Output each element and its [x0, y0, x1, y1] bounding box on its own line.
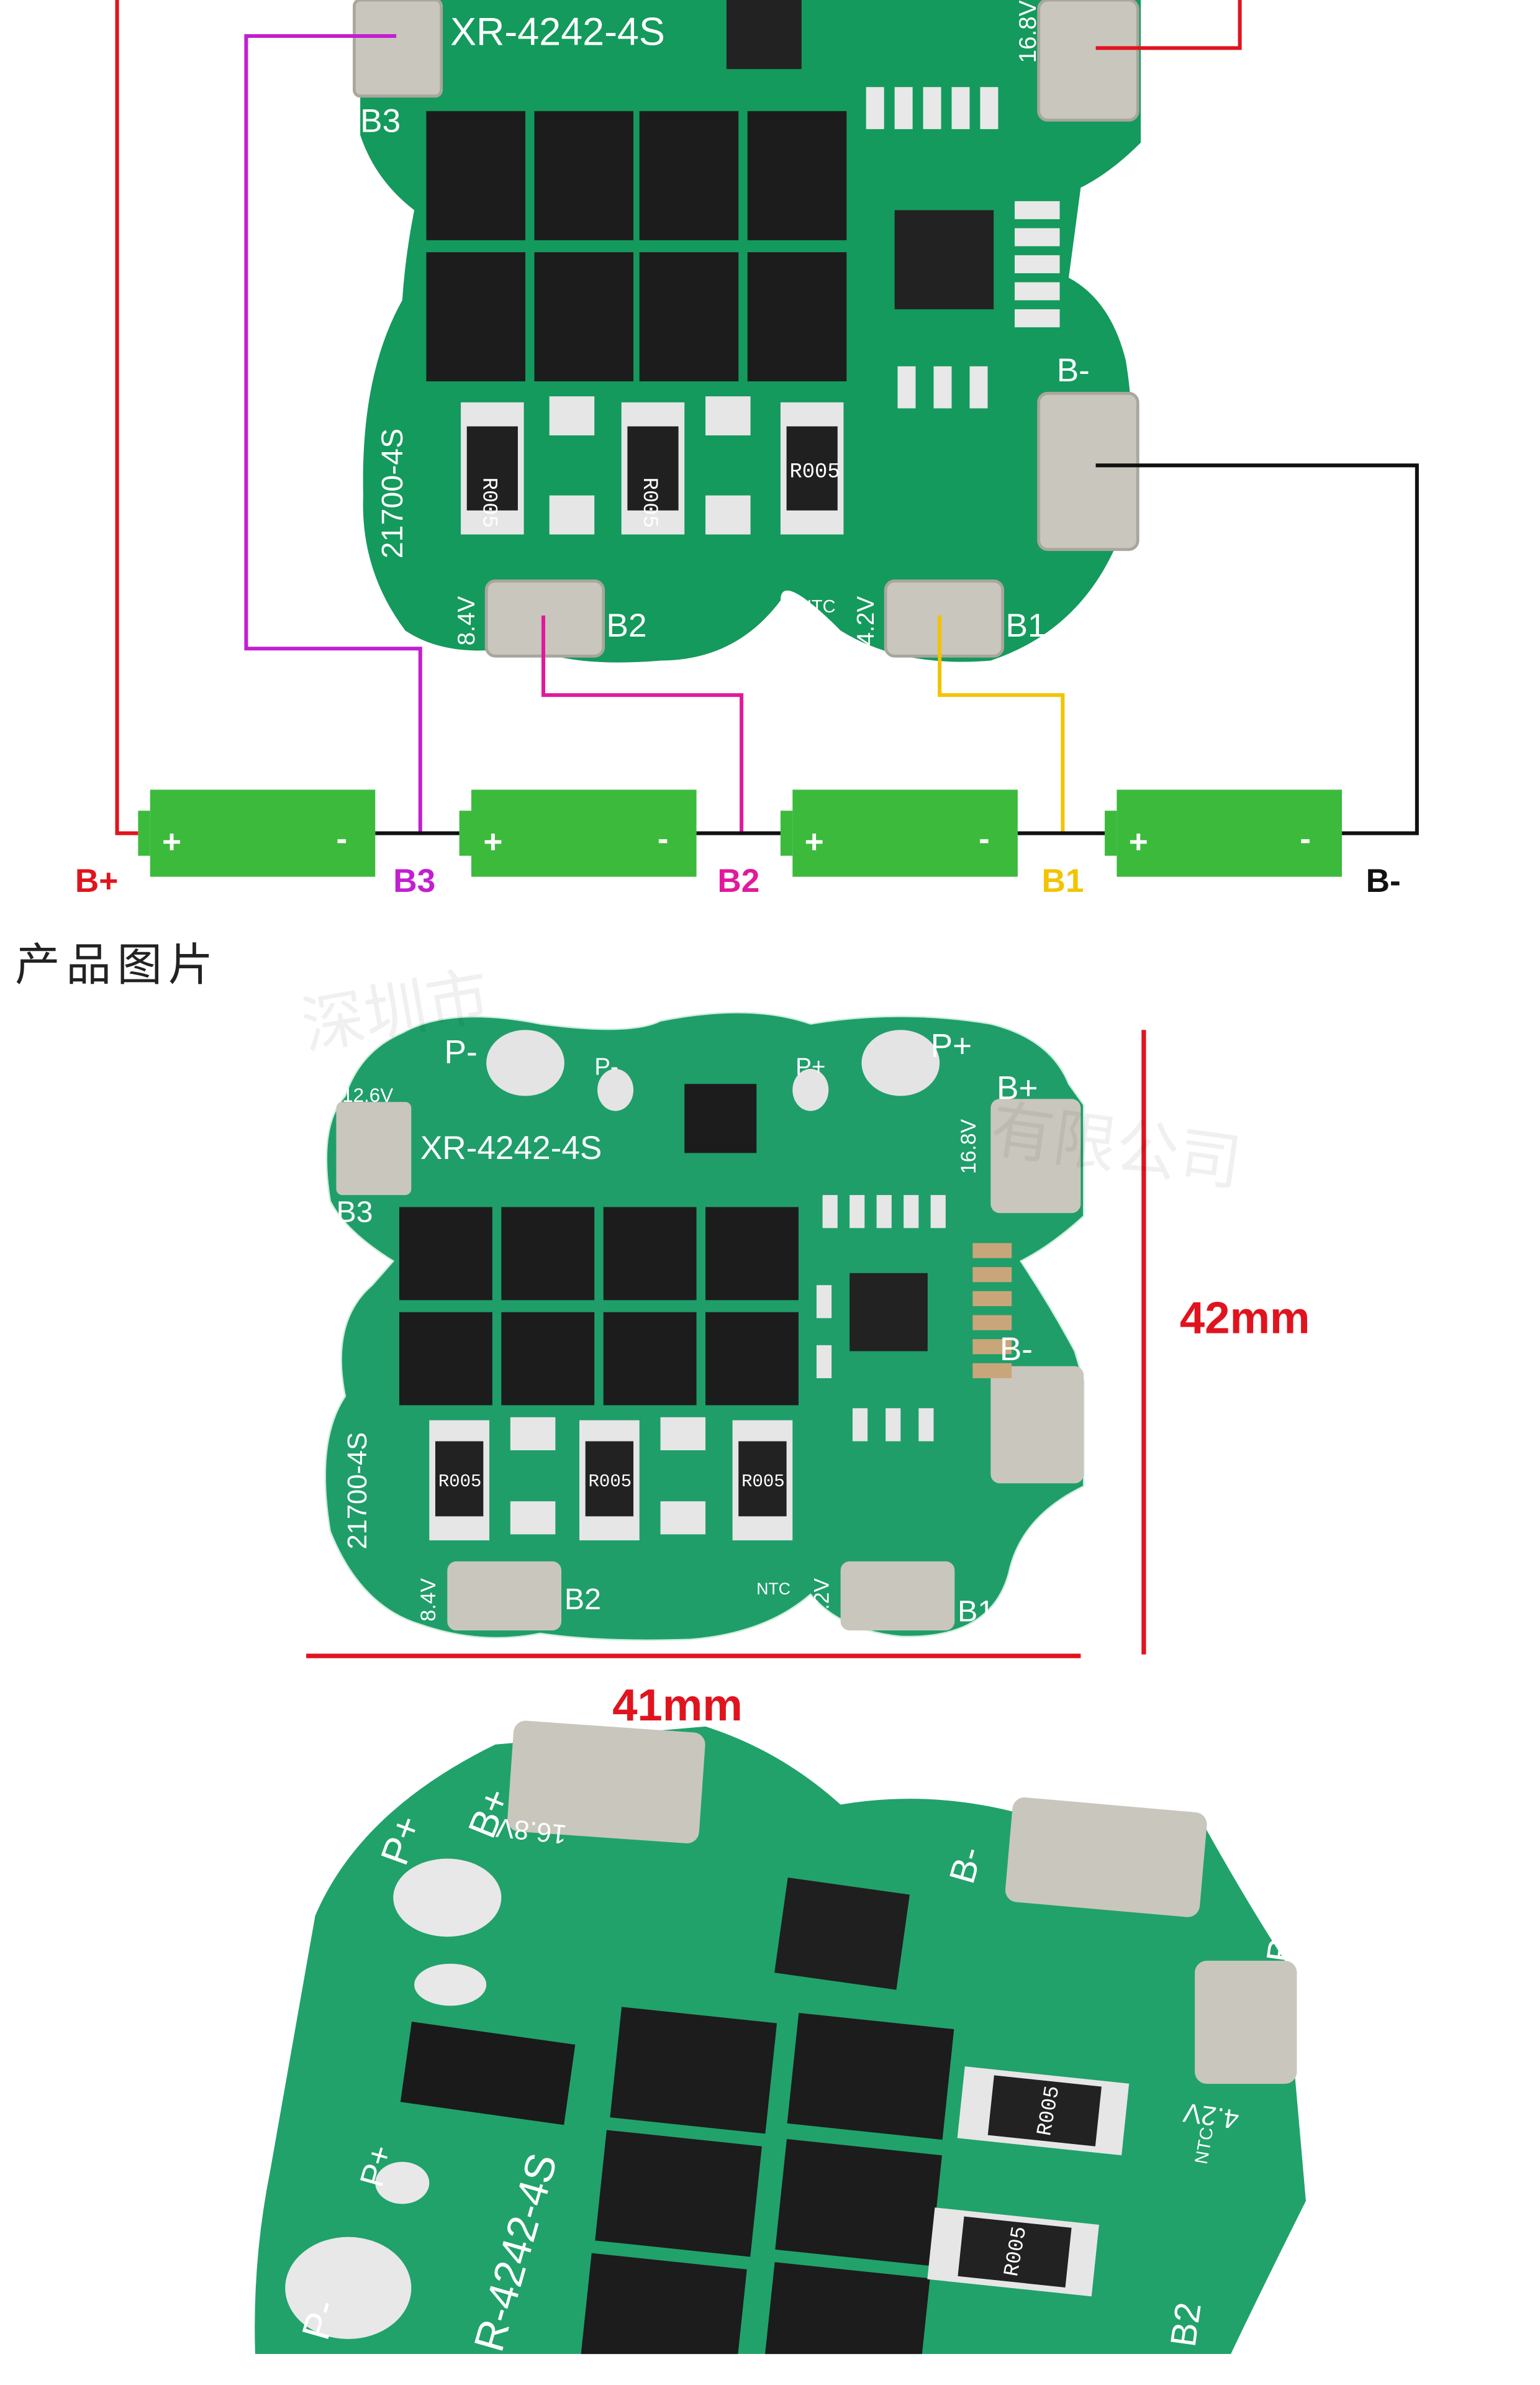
volt-b2-mid: 8.4V	[417, 1578, 440, 1622]
b2-label-angled: B2	[1163, 2300, 1209, 2349]
wire-b2	[541, 616, 744, 834]
battery-plus-label: +	[483, 824, 502, 860]
battery-minus-label: -	[336, 820, 347, 857]
wire-bplus-board	[1095, 0, 1242, 50]
b3-label-top: B3	[360, 103, 401, 140]
battery-minus-label: -	[1300, 820, 1311, 857]
p-minus-small: P-	[594, 1054, 618, 1081]
pcb-board-top: XR-4242-4S B3 B2 B1 B- NTC 21700-4S 16.8…	[353, 0, 1141, 663]
pcb-board-angled: B+ P+ 16.8V B- B1 4.2V NTC R-4242-4S P+ …	[255, 1720, 1306, 2355]
p-minus-label: P-	[444, 1034, 477, 1070]
wire-b1	[938, 616, 1065, 834]
shunt-label-mid-3: R005	[741, 1471, 785, 1492]
volt-high-mid: 16.8V	[957, 1119, 981, 1174]
pad-bminus-angled	[1005, 1797, 1207, 1917]
wire-b3	[244, 34, 422, 834]
volt-126-label: 12.6V	[342, 1084, 393, 1106]
volt-b1-top: 4.2V	[853, 596, 879, 646]
battery-plus-label: +	[805, 824, 824, 860]
volt-b2-top: 8.4V	[453, 596, 480, 646]
battery-cell-1: + -	[138, 789, 376, 877]
pad-bminus-top	[1037, 391, 1139, 552]
width-dimension-label: 41mm	[612, 1681, 743, 1732]
battery-cell-4: + -	[1105, 789, 1342, 877]
terminal-label-b2: B2	[717, 863, 759, 899]
shunt-resistors-top	[461, 396, 844, 535]
mosfet-array-angled	[580, 2007, 954, 2355]
terminal-label-bplus: B+	[75, 863, 118, 899]
wires	[115, 0, 1419, 835]
bminus-label-top: B-	[1057, 352, 1090, 389]
size-code-mid: 21700-4S	[343, 1432, 373, 1550]
volt-b1-mid: 4.2V	[810, 1578, 833, 1622]
size-code-top: 21700-4S	[376, 429, 409, 559]
b1-label-angled: B1	[1259, 1915, 1305, 1965]
b-plus-label: B+	[997, 1070, 1038, 1106]
battery-cell-3: + -	[780, 789, 1018, 877]
ntc-label-mid: NTC	[756, 1579, 790, 1598]
pad-bplus-top	[1037, 0, 1139, 122]
terminal-label-b3: B3	[393, 863, 435, 899]
wire-bplus	[115, 0, 138, 835]
model-label-mid: XR-4242-4S	[420, 1130, 602, 1166]
terminal-label-b1: B1	[1042, 863, 1084, 899]
board-photo-mid: P- P- P+ P+ B+ 12.6V XR-4242-4S 16.8V B3…	[306, 1012, 1146, 1658]
shunt-label-mid-2: R005	[589, 1471, 632, 1492]
battery-plus-label: +	[162, 824, 181, 860]
pad-bplus-angled	[507, 1720, 705, 1843]
height-dimension-label: 42mm	[1179, 1294, 1310, 1344]
board-photo-angled: B+ P+ 16.8V B- B1 4.2V NTC R-4242-4S P+ …	[255, 1720, 1306, 2355]
b2-label-mid: B2	[564, 1583, 601, 1616]
p-plus-small: P+	[795, 1054, 825, 1081]
shunt-label-3: R005	[789, 461, 840, 484]
b1-label-top: B1	[1006, 607, 1046, 644]
pad-b1-top	[884, 579, 1005, 658]
shunt-label-mid-1: R005	[438, 1471, 482, 1492]
protection-ic-top	[894, 210, 994, 309]
b-minus-label-mid: B-	[1000, 1331, 1033, 1368]
model-label-top: XR-4242-4S	[450, 11, 665, 54]
volt-high-top: 16.8V	[1015, 0, 1041, 63]
ntc-label-top: NTC	[799, 597, 836, 617]
battery-cell-2: + -	[459, 789, 697, 877]
shunt-label-2: R005	[637, 478, 661, 528]
terminal-label-bminus: B-	[1366, 863, 1401, 899]
b3-label-mid: B3	[336, 1196, 373, 1229]
battery-minus-label: -	[658, 820, 669, 857]
wire-bminus	[1095, 463, 1419, 835]
shunt-label-1: R005	[476, 478, 500, 528]
pcb-board-mid: P- P- P+ P+ B+ 12.6V XR-4242-4S 16.8V B3…	[324, 1012, 1085, 1641]
p-plus-label: P+	[931, 1028, 972, 1065]
battery-minus-label: -	[979, 820, 990, 857]
battery-cells: + - + - + - + -	[138, 789, 1342, 877]
b1-label-mid: B1	[958, 1595, 994, 1629]
wiring-diagram: XR-4242-4S B3 B2 B1 B- NTC 21700-4S 16.8…	[75, 0, 1419, 899]
b2-label-top: B2	[607, 607, 647, 644]
volt-high-angled: 16.8V	[495, 1812, 568, 1849]
section-title: 产品图片	[15, 940, 219, 993]
pad-b1-angled	[1195, 1960, 1297, 2084]
battery-plus-label: +	[1129, 824, 1148, 860]
mosfet-array-top	[426, 111, 847, 381]
pad-b3-top	[353, 0, 443, 98]
